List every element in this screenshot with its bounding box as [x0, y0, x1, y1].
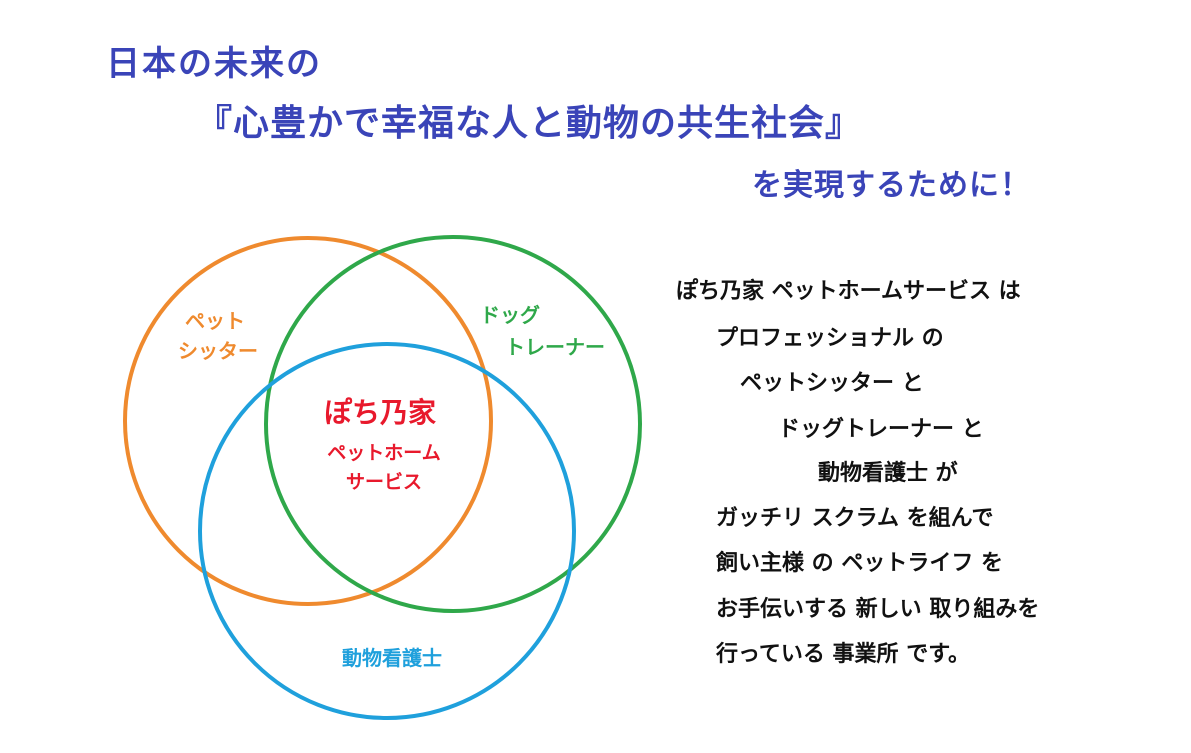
label-pet-sitter-line-2: シッター [178, 339, 258, 363]
center-subtitle-line-2: サービス [346, 471, 422, 493]
headline-line-1: 日本の未来の [106, 44, 322, 84]
label-dog-trainer-line-2: トレーナー [505, 335, 605, 359]
label-dog-trainer-line-1: ドッグ [480, 303, 540, 327]
center-title: ぽち乃家 [324, 396, 436, 429]
circle-vet-nurse [198, 342, 576, 720]
center-subtitle-line-1: ペットホーム [327, 442, 440, 464]
label-pet-sitter-line-1: ペット [185, 309, 245, 333]
circle-dog-trainer [264, 235, 642, 613]
circle-pet-sitter [123, 236, 493, 606]
label-vet-nurse: 動物看護士 [342, 646, 442, 670]
headline-line-3: を実現するために！ [752, 168, 1031, 203]
headline-line-2: 『心豊かで幸福な人と動物の共生社会』 [196, 102, 863, 144]
